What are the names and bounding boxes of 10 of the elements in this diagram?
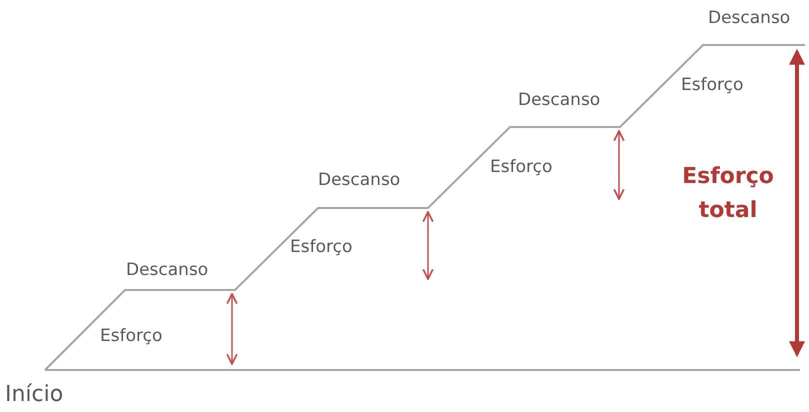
rest-label: Descanso [518, 90, 600, 110]
total-effort-label: Esforço total [681, 163, 775, 225]
start-label: Início [5, 382, 64, 408]
effort-label: Esforço [681, 75, 744, 95]
rest-label: Descanso [708, 8, 790, 28]
effort-label: Esforço [290, 237, 352, 257]
effort-label: Esforço [490, 157, 552, 177]
rest-label: Descanso [126, 260, 208, 280]
effort-label: Esforço [100, 326, 162, 346]
rest-label: Descanso [318, 170, 400, 190]
